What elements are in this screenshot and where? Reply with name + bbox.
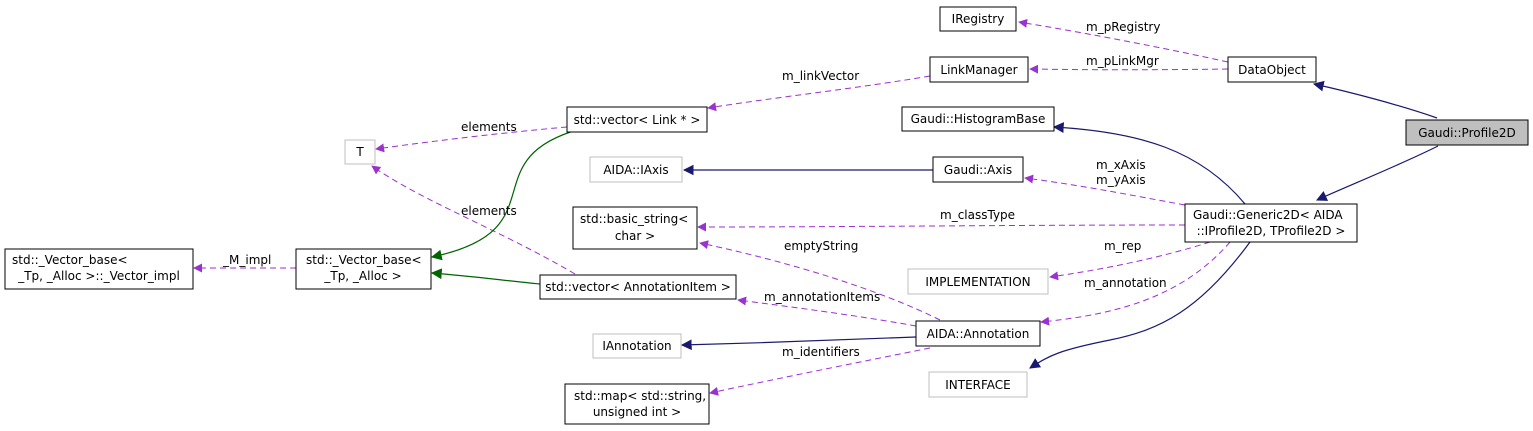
label-m-linkvector: m_linkVector [782, 69, 859, 83]
label-emptystring: emptyString [784, 239, 858, 253]
node-generic2d[interactable]: Gaudi::Generic2D< AIDA ::IProfile2D, TPr… [1184, 203, 1358, 243]
label-m-identifiers: m_identifiers [782, 345, 860, 359]
edge-profile2d-dataobject [1312, 80, 1438, 119]
label-m-yaxis: m_yAxis [1096, 173, 1146, 187]
node-generic2d-line1: Gaudi::Generic2D< AIDA [1193, 208, 1343, 222]
edge-m-linkvector [707, 75, 931, 112]
edge-profile2d-generic2d [1316, 145, 1439, 201]
edge-vector-annotation-base [430, 268, 541, 285]
label-m-classtype: m_classType [940, 208, 1015, 222]
nodes: IRegistry DataObject LinkManager Gaudi::… [4, 6, 1529, 425]
label-m-impl: _M_impl [222, 253, 271, 267]
node-vector-link-label: std::vector< Link * > [574, 113, 701, 127]
edge-generic2d-interface [1029, 241, 1251, 369]
edge-m-plinkmgr [1029, 64, 1229, 74]
node-implementation[interactable]: IMPLEMENTATION [907, 268, 1049, 295]
node-iannotation[interactable]: IAnnotation [592, 333, 682, 359]
edge-m-annotationitems [737, 296, 917, 327]
node-linkmanager[interactable]: LinkManager [929, 56, 1029, 83]
label-elements-1: elements [461, 120, 517, 134]
node-vector-annotation-label: std::vector< AnnotationItem > [545, 280, 731, 294]
node-aida-annotation-label: AIDA::Annotation [927, 327, 1030, 341]
node-generic2d-line2: ::IProfile2D, TProfile2D > [1197, 224, 1346, 238]
node-t-label: T [355, 145, 364, 159]
node-profile2d[interactable]: Gaudi::Profile2D [1405, 119, 1529, 146]
node-vector-base-line2: _Tp, _Alloc > [323, 269, 401, 283]
edge-m-pregistry [1018, 18, 1229, 63]
node-vector-link[interactable]: std::vector< Link * > [566, 106, 708, 133]
label-m-rep: m_rep [1104, 239, 1141, 253]
label-m-annotationitems: m_annotationItems [764, 290, 880, 304]
node-vector-base-impl[interactable]: std::_Vector_base< _Tp, _Alloc >::_Vecto… [4, 248, 194, 290]
edge-m-classtype [697, 222, 1186, 232]
edge-labels: m_pRegistry m_pLinkMgr m_linkVector elem… [222, 20, 1167, 359]
node-vector-base-impl-line1: std::_Vector_base< [12, 253, 128, 267]
node-map-line2: unsigned int > [593, 405, 681, 419]
node-dataobject[interactable]: DataObject [1227, 56, 1317, 83]
node-vector-annotation[interactable]: std::vector< AnnotationItem > [539, 274, 737, 300]
edges [193, 18, 1439, 396]
node-vector-base-line1: std::_Vector_base< [306, 253, 422, 267]
node-map-line1: std::map< std::string, [574, 389, 706, 403]
edge-vector-link-base [430, 128, 581, 261]
node-t[interactable]: T [344, 139, 376, 165]
node-dataobject-label: DataObject [1238, 63, 1306, 77]
node-linkmanager-label: LinkManager [940, 63, 1017, 77]
label-m-pregistry: m_pRegistry [1086, 20, 1160, 34]
node-basic-string-line1: std::basic_string< [580, 212, 688, 226]
edge-elements-2 [371, 165, 576, 275]
node-histogrambase[interactable]: Gaudi::HistogramBase [901, 106, 1055, 132]
edge-annotation-iannotation [680, 336, 917, 351]
node-map[interactable]: std::map< std::string, unsigned int > [564, 383, 710, 425]
node-interface[interactable]: INTERFACE [928, 371, 1028, 398]
node-aida-iaxis-label: AIDA::IAxis [603, 163, 668, 177]
label-m-xaxis: m_xAxis [1096, 158, 1146, 172]
node-implementation-label: IMPLEMENTATION [925, 275, 1030, 289]
node-vector-base-impl-line2: _Tp, _Alloc >::_Vector_impl [17, 269, 180, 283]
label-m-annotation: m_annotation [1084, 276, 1167, 290]
node-basic-string[interactable]: std::basic_string< char > [572, 206, 698, 250]
edge-m-annotation [1040, 241, 1231, 326]
label-m-plinkmgr: m_pLinkMgr [1086, 54, 1159, 68]
edge-generic2d-histogrambase [1052, 122, 1246, 205]
node-aida-iaxis[interactable]: AIDA::IAxis [589, 156, 683, 183]
node-vector-base[interactable]: std::_Vector_base< _Tp, _Alloc > [295, 248, 432, 290]
edge-m-rep [1049, 241, 1211, 281]
edge-elements-1 [375, 126, 568, 153]
node-gaudi-axis-label: Gaudi::Axis [944, 163, 1012, 177]
node-basic-string-line2: char > [615, 229, 655, 243]
node-aida-annotation[interactable]: AIDA::Annotation [915, 320, 1041, 347]
edge-m-xaxis-yaxis [1024, 174, 1186, 206]
node-histogrambase-label: Gaudi::HistogramBase [911, 112, 1046, 126]
edge-m-identifiers [709, 347, 931, 396]
node-gaudi-axis[interactable]: Gaudi::Axis [932, 156, 1024, 183]
label-elements-2: elements [461, 204, 517, 218]
node-iregistry[interactable]: IRegistry [939, 6, 1017, 32]
node-iannotation-label: IAnnotation [602, 339, 671, 353]
node-profile2d-label: Gaudi::Profile2D [1418, 126, 1515, 140]
node-interface-label: INTERFACE [945, 378, 1011, 392]
node-iregistry-label: IRegistry [952, 12, 1005, 26]
